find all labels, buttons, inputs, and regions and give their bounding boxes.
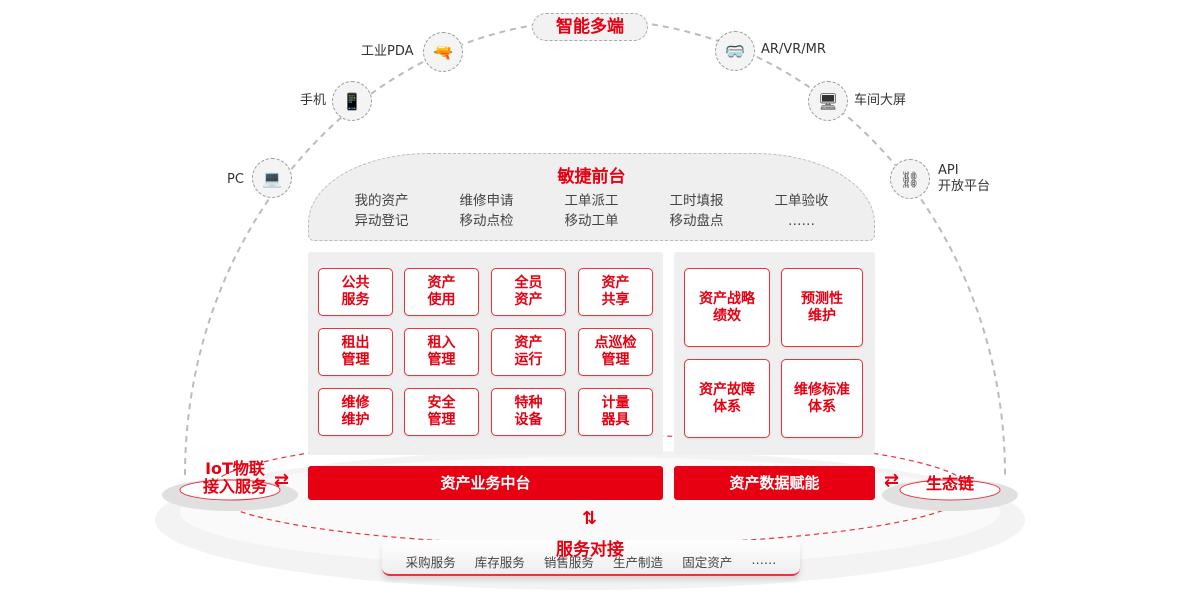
frontend-column: 我的资产异动登记	[354, 193, 409, 229]
business-card: 租入管理	[404, 328, 479, 376]
phone-icon: 📱	[332, 81, 372, 121]
business-card: 资产使用	[404, 268, 479, 316]
data-card: 资产故障体系	[684, 359, 770, 438]
device-label-vr: AR/VR/MR	[761, 42, 826, 57]
device-label-phone: 手机	[300, 93, 327, 108]
screen-icon: 🖥	[808, 81, 848, 121]
data-card: 资产战略绩效	[684, 268, 770, 347]
vertical-arrow-icon: ⇅	[582, 508, 598, 529]
business-card: 资产运行	[491, 328, 566, 376]
asset-data-bar: 资产数据赋能	[674, 466, 875, 500]
business-card: 公共服务	[318, 268, 393, 316]
bidirectional-arrow-icon: ⇄	[274, 470, 290, 491]
scanner-icon: 🔫	[423, 32, 463, 72]
service-integration-plate: 采购服务 库存服务 销售服务 生产制造 固定资产 ……	[382, 540, 800, 576]
business-card: 全员资产	[491, 268, 566, 316]
iot-service-label: IoT物联接入服务	[202, 459, 267, 496]
frontend-title: 敏捷前台	[557, 167, 626, 187]
service-integration-title: 服务对接	[556, 540, 624, 560]
bidirectional-arrow-icon: ⇄	[884, 470, 900, 491]
business-card: 资产共享	[578, 268, 653, 316]
service-item: 固定资产	[682, 555, 733, 570]
service-item: ……	[751, 552, 777, 567]
api-icon: ⛓	[890, 159, 930, 199]
ecosystem-label: 生态链	[925, 474, 974, 493]
device-label-pda: 工业PDA	[361, 44, 414, 59]
business-card: 租出管理	[318, 328, 393, 376]
vr-headset-icon: 🥽	[715, 31, 755, 71]
frontend-column: 工时填报移动盘点	[669, 193, 724, 229]
frontend-column: 工单验收……	[774, 193, 829, 229]
frontend-column: 维修申请移动点检	[459, 193, 514, 229]
business-card: 点巡检管理	[578, 328, 653, 376]
laptop-icon: 💻	[252, 158, 292, 198]
smart-multi-terminal-label: 智能多端	[532, 13, 648, 41]
data-card: 维修标准体系	[781, 359, 863, 438]
frontend-column: 工单派工移动工单	[564, 193, 619, 229]
data-card: 预测性维护	[781, 268, 863, 347]
service-item: 库存服务	[474, 555, 525, 570]
service-item: 采购服务	[405, 555, 456, 570]
agile-frontend-panel: 敏捷前台 我的资产异动登记 维修申请移动点检 工单派工移动工单 工时填报移动盘点…	[308, 153, 875, 241]
service-item: 销售服务	[543, 555, 594, 570]
device-label-screen: 车间大屏	[854, 93, 907, 108]
business-card: 计量器具	[578, 388, 653, 436]
asset-business-platform-bar: 资产业务中台	[308, 466, 663, 500]
business-card: 安全管理	[404, 388, 479, 436]
device-label-pc: PC	[227, 172, 244, 187]
business-card: 特种设备	[491, 388, 566, 436]
business-card: 维修维护	[318, 388, 393, 436]
service-item: 生产制造	[613, 555, 664, 570]
